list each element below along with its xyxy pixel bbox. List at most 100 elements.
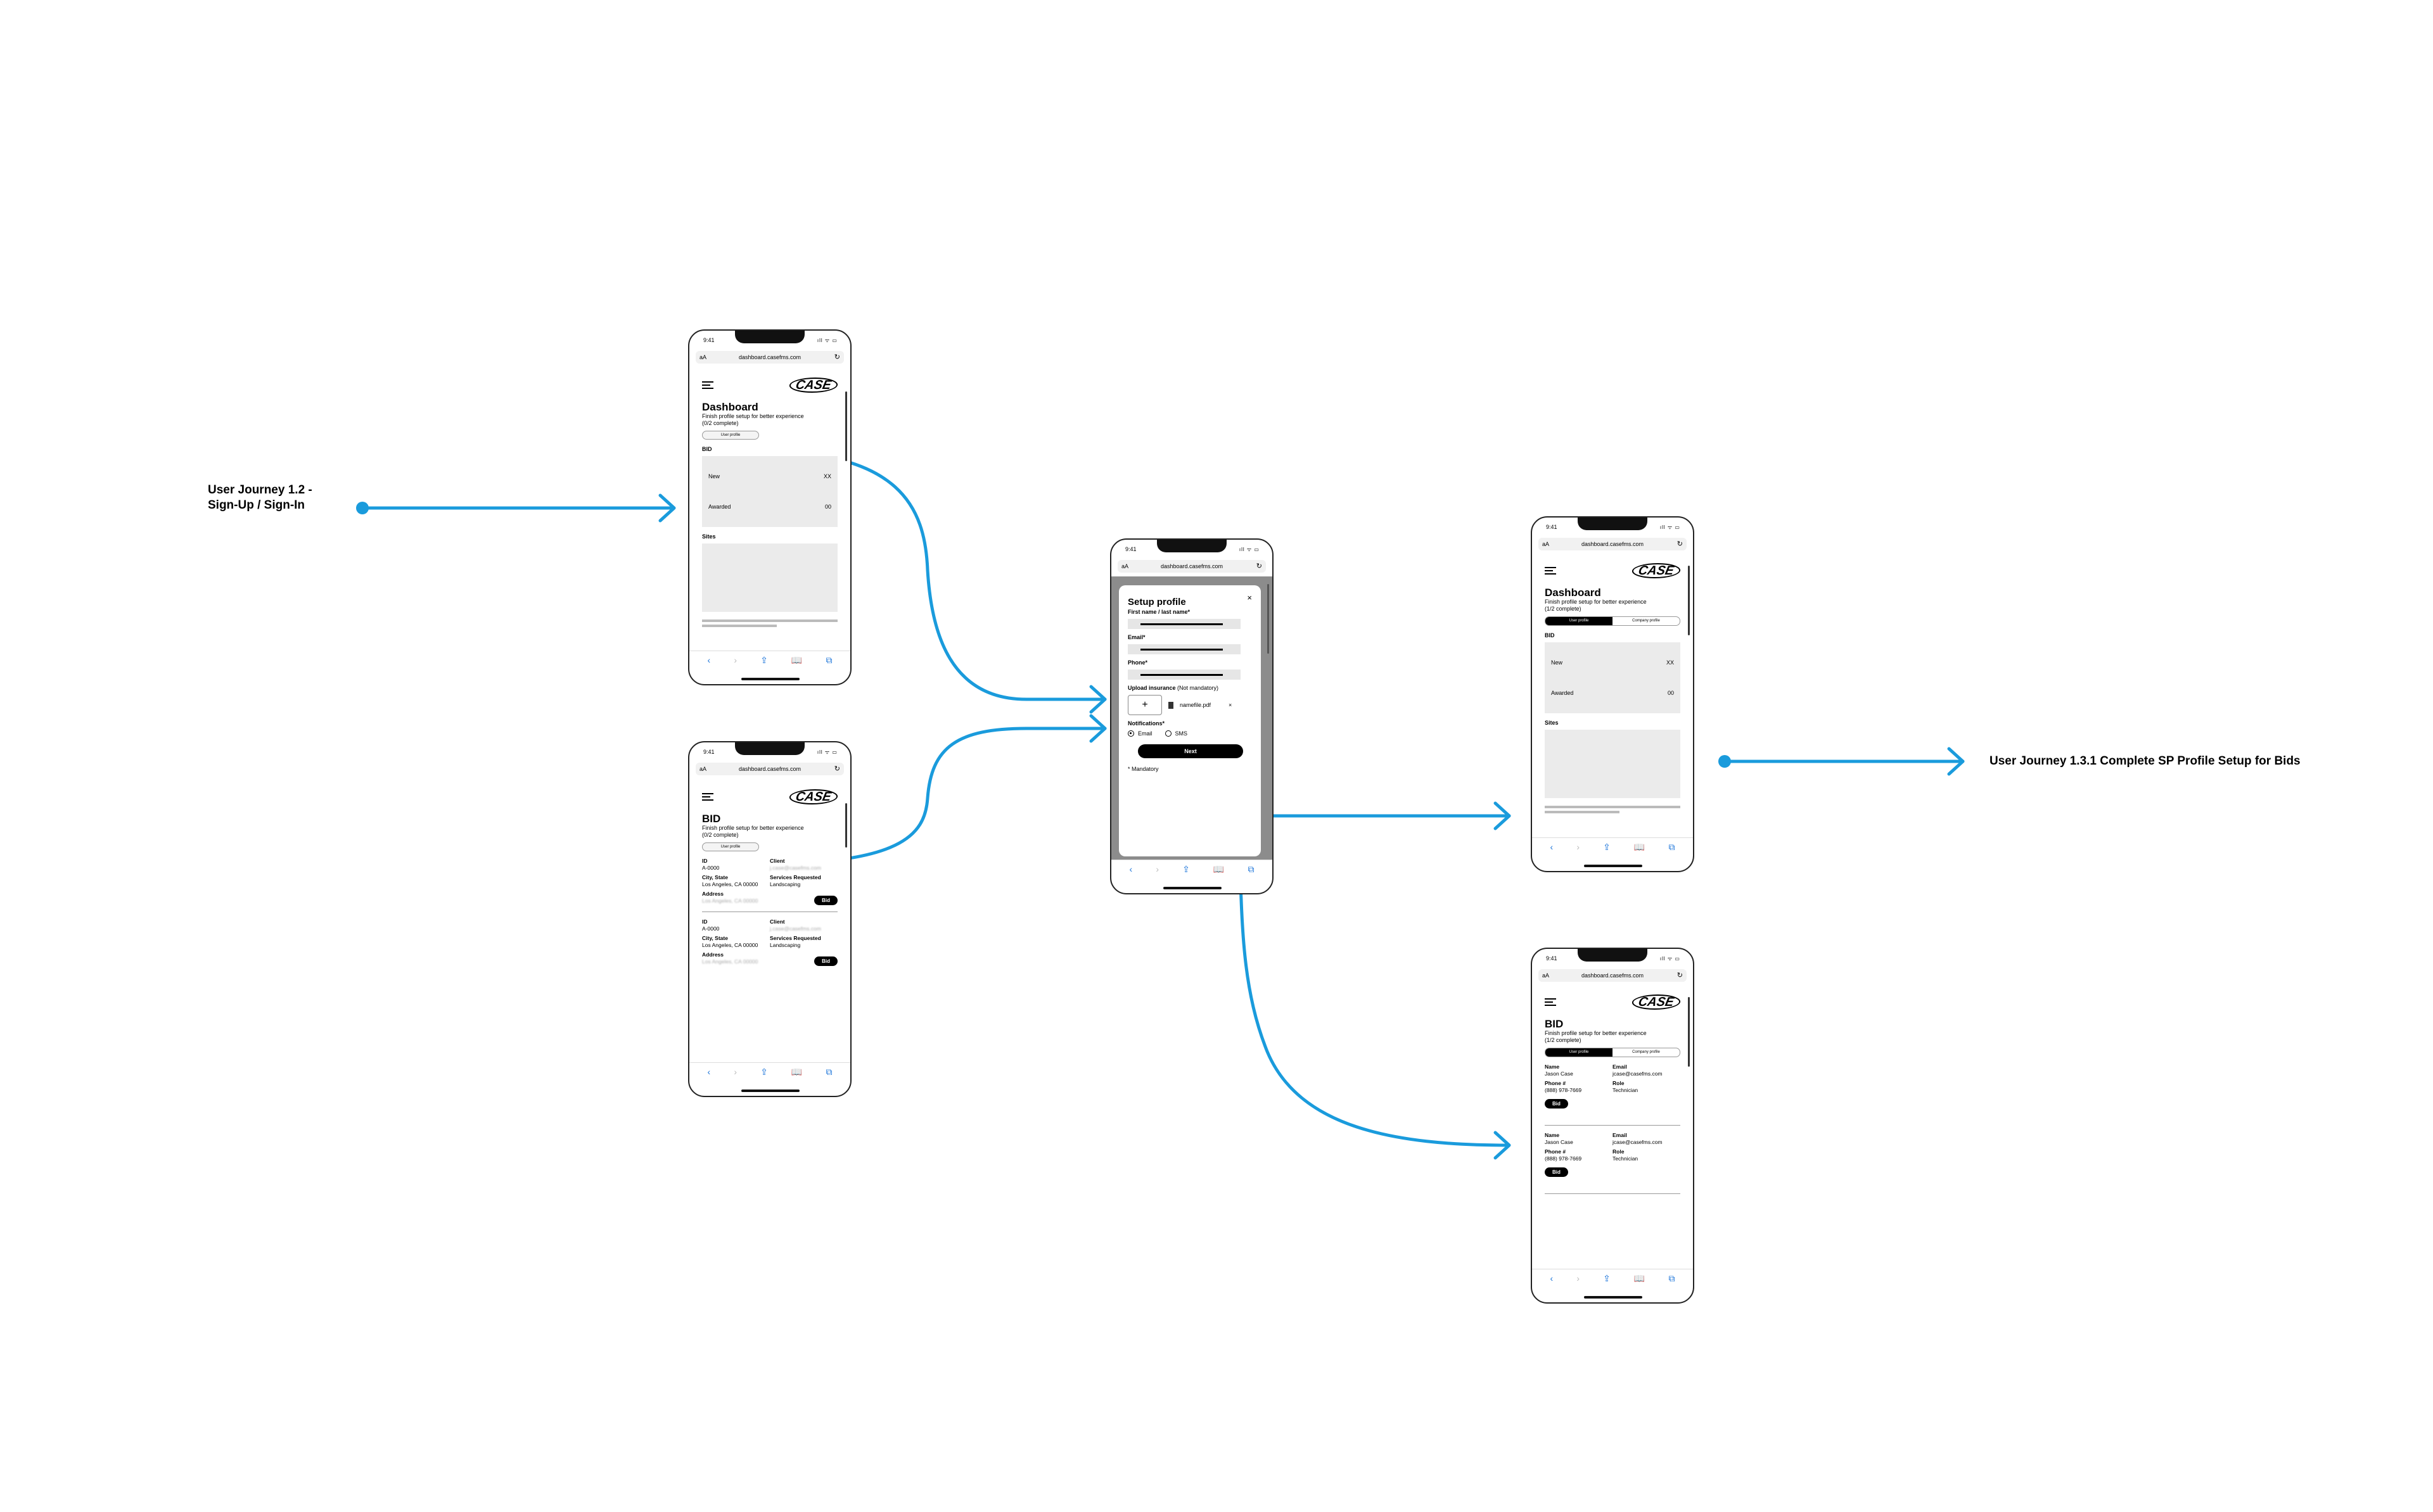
phone-notch [1578,518,1647,530]
arrowhead [658,493,676,523]
text-size-button[interactable]: aA [699,766,707,772]
back-icon[interactable]: ‹ [1129,864,1133,874]
share-icon[interactable]: ⇪ [760,1067,768,1077]
bid-button[interactable]: Bid [814,956,838,966]
email-input[interactable] [1128,644,1241,654]
menu-icon[interactable] [702,381,713,389]
user-profile-step-button[interactable]: User profile [702,431,759,440]
tabs-icon[interactable]: ⧉ [1248,864,1255,874]
connector-dashboard-to-setup [756,449,1107,701]
remove-file-icon[interactable]: × [1229,702,1232,708]
reload-icon[interactable]: ↻ [834,765,840,773]
bookmarks-icon[interactable]: 📖 [1213,864,1225,874]
progress-text: (0/2 complete) [702,420,739,426]
address-bar[interactable]: aA dashboard.casefms.com ↻ [1118,560,1266,573]
text-size-button[interactable]: aA [699,354,707,360]
bid-button[interactable]: Bid [1545,1167,1568,1177]
phone-notch [1578,949,1647,962]
role-value: Technician [1612,1087,1638,1093]
address-label: Address [702,891,724,897]
next-button[interactable]: Next [1138,744,1243,758]
company-profile-step[interactable]: Company profile [1632,619,1660,623]
forward-icon[interactable]: › [734,1067,737,1077]
name-input[interactable] [1128,619,1241,629]
tabs-icon[interactable]: ⧉ [826,1067,833,1077]
role-label: Role [1612,1080,1625,1086]
user-profile-step-button[interactable]: User profile [702,842,759,851]
forward-icon[interactable]: › [1576,842,1580,852]
reload-icon[interactable]: ↻ [1256,562,1262,570]
address-bar[interactable]: aA dashboard.casefms.com ↻ [696,763,844,775]
bookmarks-icon[interactable]: 📖 [791,1067,803,1077]
phone-input[interactable] [1128,670,1241,680]
text-size-button[interactable]: aA [1542,972,1550,979]
browser-toolbar: ‹ › ⇪ 📖 ⧉ [1532,1269,1693,1302]
address-bar[interactable]: aA dashboard.casefms.com ↻ [696,351,844,364]
forward-icon[interactable]: › [1576,1273,1580,1283]
scrollbar[interactable] [1688,997,1690,1067]
menu-icon[interactable] [1545,998,1556,1006]
bookmarks-icon[interactable]: 📖 [791,655,803,665]
bid-button[interactable]: Bid [814,896,838,905]
share-icon[interactable]: ⇪ [1603,1273,1611,1283]
text-size-button[interactable]: aA [1121,563,1129,569]
name-label: Name [1545,1132,1560,1138]
back-icon[interactable]: ‹ [707,1067,711,1077]
tabs-icon[interactable]: ⧉ [1668,842,1675,852]
share-icon[interactable]: ⇪ [760,655,768,665]
close-icon[interactable]: × [1247,593,1252,602]
text-size-button[interactable]: aA [1542,541,1550,547]
scrollbar[interactable] [1267,584,1269,654]
email-radio[interactable] [1128,730,1134,737]
bookmarks-icon[interactable]: 📖 [1633,1273,1645,1283]
scrollbar[interactable] [1688,566,1690,635]
bid-screen: CASE BID Finish profile setup for better… [1532,986,1693,1269]
sites-placeholder [702,543,838,612]
case-logo: CASE [788,789,840,804]
share-icon[interactable]: ⇪ [1182,864,1190,874]
page-title: Dashboard [702,401,758,413]
tabs-icon[interactable]: ⧉ [826,655,833,665]
forward-icon[interactable]: › [734,655,737,665]
bid-awarded-value: 00 [824,504,831,510]
scrollbar[interactable] [845,391,847,461]
file-name: namefile.pdf [1180,702,1211,708]
sms-radio[interactable] [1165,730,1172,737]
bookmarks-icon[interactable]: 📖 [1633,842,1645,852]
reload-icon[interactable]: ↻ [834,353,840,361]
mandatory-note: * Mandatory [1128,766,1159,772]
city-value: Los Angeles, CA 00000 [702,942,758,948]
home-indicator [1584,1296,1642,1299]
back-icon[interactable]: ‹ [1550,1273,1554,1283]
company-profile-step[interactable]: Company profile [1632,1050,1660,1054]
user-profile-step[interactable]: User profile [1545,617,1612,625]
bid-button[interactable]: Bid [1545,1099,1568,1109]
scrollbar[interactable] [845,803,847,848]
phone-label: Phone* [1128,659,1148,666]
reload-icon[interactable]: ↻ [1676,972,1683,979]
home-indicator [1163,887,1222,889]
tabs-icon[interactable]: ⧉ [1668,1273,1675,1283]
menu-icon[interactable] [702,793,713,801]
user-profile-step[interactable]: User profile [1545,1048,1612,1057]
phone-notch [1157,540,1227,552]
address-bar[interactable]: aA dashboard.casefms.com ↻ [1538,538,1687,550]
reload-icon[interactable]: ↻ [1676,540,1683,548]
forward-icon[interactable]: › [1156,864,1159,874]
back-icon[interactable]: ‹ [1550,842,1554,852]
address-label: Address [702,951,724,958]
share-icon[interactable]: ⇪ [1603,842,1611,852]
bid-new-value: XX [823,473,831,480]
upload-plus-button[interactable]: + [1128,695,1162,715]
menu-icon[interactable] [1545,567,1556,575]
email-label: Email [1612,1132,1627,1138]
modal-title: Setup profile [1128,597,1186,607]
address-bar[interactable]: aA dashboard.casefms.com ↻ [1538,969,1687,982]
sites-section-title: Sites [702,533,716,540]
back-icon[interactable]: ‹ [707,655,711,665]
card-divider [1545,1125,1680,1126]
city-label: City, State [702,874,728,880]
